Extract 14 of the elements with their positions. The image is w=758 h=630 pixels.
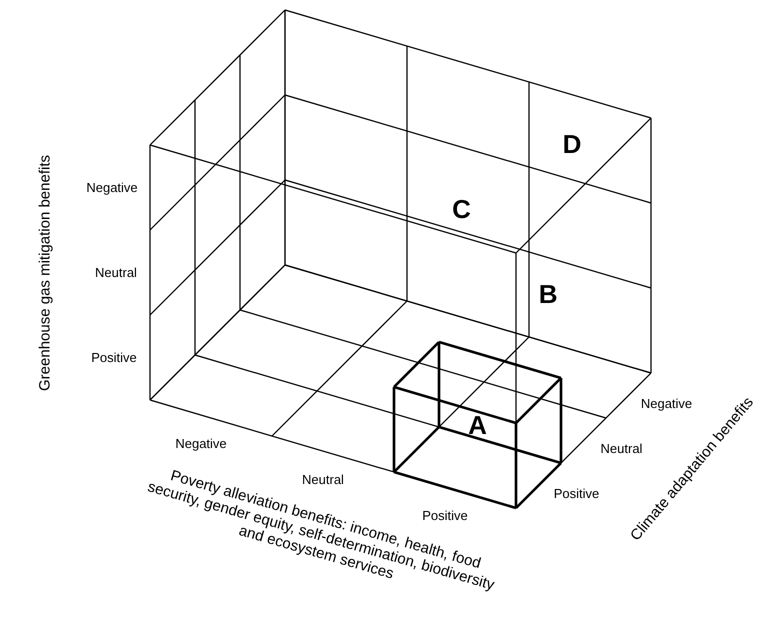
tick-label: Positive xyxy=(422,508,468,524)
cell-letter: A xyxy=(468,411,487,439)
cell-letter: B xyxy=(538,280,558,308)
tick-label: Negative xyxy=(640,396,692,412)
tick-label: Negative xyxy=(175,436,227,452)
cell-letter: D xyxy=(562,130,582,158)
tick-label: Neutral xyxy=(302,472,344,488)
tick-label: Negative xyxy=(86,180,138,196)
tick-label: Neutral xyxy=(600,440,642,456)
tick-label: Positive xyxy=(554,486,600,502)
axis-title: Greenhouse gas mitigation benefits xyxy=(36,154,54,390)
tick-label: Positive xyxy=(91,350,137,366)
tick-label: Neutral xyxy=(95,264,137,280)
cell-letter: C xyxy=(452,195,471,223)
